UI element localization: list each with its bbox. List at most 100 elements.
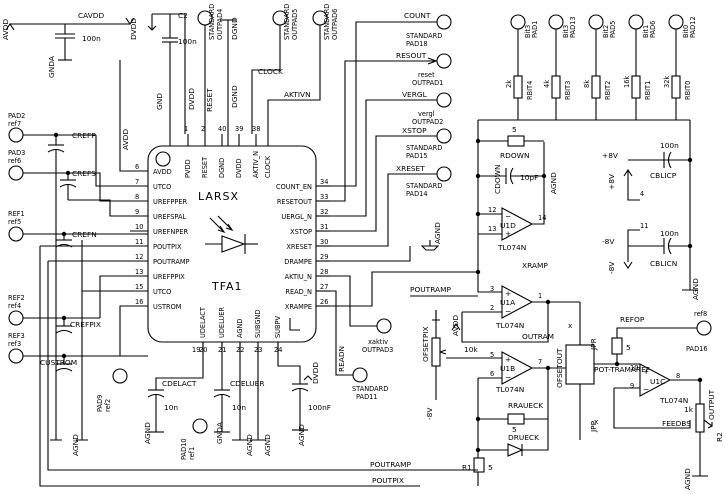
crefpix-label: CREFPIX xyxy=(70,320,101,329)
pad18[interactable]: COUNT STANDARD PAD18 xyxy=(316,11,452,187)
dgnd-label-2: DGND xyxy=(230,85,239,108)
ofsetpix-label: OFSETPIX xyxy=(421,326,430,362)
chip-left-pin-number: 11 xyxy=(135,238,143,246)
count-label: COUNT xyxy=(404,11,431,20)
u1c-plus: + xyxy=(643,367,649,376)
outpad5-label-a: STANDARD xyxy=(283,4,291,40)
chip-left-pin-label: POUTPIX xyxy=(153,243,182,251)
rbit-resistor xyxy=(513,75,523,99)
refop-label: REFOP xyxy=(620,315,645,324)
bit-pad[interactable] xyxy=(588,14,604,30)
pad14[interactable]: XRESET STANDARD PAD14 xyxy=(316,164,452,247)
agnd-label-9: AGND xyxy=(683,468,692,490)
outpad4-label-a: STANDARD xyxy=(208,4,216,40)
bit-pad[interactable] xyxy=(510,14,526,30)
rbit-resistor xyxy=(551,75,561,99)
agnd-label-2: AGND xyxy=(71,434,80,456)
rdown-resistor: 5 RDOWN xyxy=(478,125,544,160)
r2-value: 1k xyxy=(684,405,694,414)
jpp-jumper[interactable]: x JPP xyxy=(579,384,599,440)
plus8v-label: +8V xyxy=(602,151,618,160)
u1d-part: TL074N xyxy=(497,243,526,252)
pad11[interactable]: READN STANDARD PAD11 xyxy=(316,290,388,401)
cavdd-value: 100n xyxy=(82,34,101,43)
feedbs-label: FEEDBS xyxy=(662,419,691,428)
pad10-label: PAD10 xyxy=(180,438,188,460)
bit-pad[interactable] xyxy=(628,14,644,30)
jpr-jumper[interactable]: x JPR xyxy=(568,302,598,351)
pad16[interactable]: ref8 PAD16 xyxy=(686,310,712,353)
rbit-value: 16k xyxy=(623,76,631,88)
chip-top-pin-label: DVDD xyxy=(235,158,243,178)
agnd-label-7: AGND xyxy=(549,172,558,194)
u1d-plus: + xyxy=(505,229,511,238)
u1c-pin10: 10 xyxy=(630,364,638,372)
ref1-pad[interactable]: REF1 ref5 xyxy=(8,210,148,242)
chip-right-pin-label: COUNT_EN xyxy=(276,183,312,191)
pad3-label: PAD3 xyxy=(8,149,25,157)
outpad2[interactable]: VERGL vergl OUTPAD2 xyxy=(316,90,452,217)
pad10[interactable]: PAD10 ref1 xyxy=(180,418,208,460)
u1c-part: TL074N xyxy=(659,396,688,405)
cdelact-label: CDELACT xyxy=(162,379,197,388)
outpad6[interactable]: STANDARD OUTPAD6 xyxy=(312,4,339,60)
outpad4[interactable]: STANDARD OUTPAD4 RESET xyxy=(197,4,224,134)
ref2-label: REF2 xyxy=(8,294,25,302)
supply-cap-100nf: 100nF DVDD AGND xyxy=(277,342,331,446)
rbit-name: RBIT1 xyxy=(644,81,652,100)
u1c-minus: − xyxy=(643,385,649,394)
pad3-ref: ref6 xyxy=(8,157,21,165)
r2-pot[interactable]: 1k R2 AGND xyxy=(683,403,724,490)
outpad5-label-b: OUTPAD5 xyxy=(291,9,299,40)
bit-pad-label-b: PAD12 xyxy=(689,16,697,38)
chip-top-pin-number: 38 xyxy=(252,125,260,133)
jpp-x: x xyxy=(594,417,599,426)
ref3-ref: ref3 xyxy=(8,340,21,348)
bit-pad-label-a: Bit0 xyxy=(682,25,690,38)
ref3-pad[interactable]: REF3 ref3 xyxy=(8,332,148,364)
pad15-label-b: PAD15 xyxy=(406,152,428,160)
chip-top-pin-label: CLOCK xyxy=(264,155,272,178)
chip-left-pin-number: 12 xyxy=(135,253,143,261)
u1a-part: TL074N xyxy=(495,321,524,330)
ofsetpix-pot[interactable]: OFSETPIX 10k AVDD -8V xyxy=(421,310,478,420)
outpad2-label-a: vergl xyxy=(418,110,435,118)
crefp-capacitor: CREFP xyxy=(47,131,148,440)
chip-top-pin-number: 1 xyxy=(184,125,188,133)
pad14-label-b: PAD14 xyxy=(406,190,428,198)
chip-left-pin-number: 8 xyxy=(135,193,139,201)
minus8v-label-2: -8V xyxy=(607,262,616,274)
outpad1[interactable]: RESOUT reset OUTPAD1 xyxy=(316,51,452,202)
c2-label: C2 xyxy=(178,11,188,20)
outpad5[interactable]: STANDARD OUTPAD5 xyxy=(272,4,299,60)
chip-left-pin-label: UREFPPIX xyxy=(153,273,185,281)
gnd-label: GND xyxy=(155,93,164,110)
chip-right-pin-number: 32 xyxy=(320,208,328,216)
u1d-minus: − xyxy=(505,212,511,221)
u1c-pin9: 9 xyxy=(630,382,634,390)
chip-tfa1: LARSX TFA1 xyxy=(147,145,317,343)
outpad2-label-b: OUTPAD2 xyxy=(412,118,443,126)
pad9[interactable]: PAD9 ref2 xyxy=(96,368,128,412)
pad15[interactable]: XSTOP STANDARD PAD15 xyxy=(316,126,452,232)
u1d-pin13: 13 xyxy=(488,225,496,233)
pot-value: 10k xyxy=(464,345,478,354)
dvdd-label-2: DVDD xyxy=(187,88,196,110)
rbit-value: 4k xyxy=(543,80,551,88)
chip-right-pin-number: 33 xyxy=(320,193,328,201)
bit-pad[interactable] xyxy=(668,14,684,30)
chip-left-pin-label: UREFNPER xyxy=(153,228,188,236)
pad16-label-a: ref8 xyxy=(694,310,707,318)
pad3[interactable]: PAD3 ref6 xyxy=(8,149,68,181)
minus8v-label: -8V xyxy=(602,237,614,246)
u1b-part: TL074N xyxy=(495,385,524,394)
bit-pad[interactable] xyxy=(548,14,564,30)
u1b-pin6: 6 xyxy=(490,370,494,378)
ref2-pad[interactable]: REF2 ref4 xyxy=(8,294,100,326)
pot-tramaref-label: POT-TRAMAREF xyxy=(594,365,650,374)
bit-pad-label-a: Bit2 xyxy=(602,25,610,38)
dgnd-label: DGND xyxy=(230,17,239,40)
outpad3[interactable]: xaktiv OUTPAD3 xyxy=(316,275,393,354)
pad2[interactable]: PAD2 ref7 xyxy=(8,112,82,143)
